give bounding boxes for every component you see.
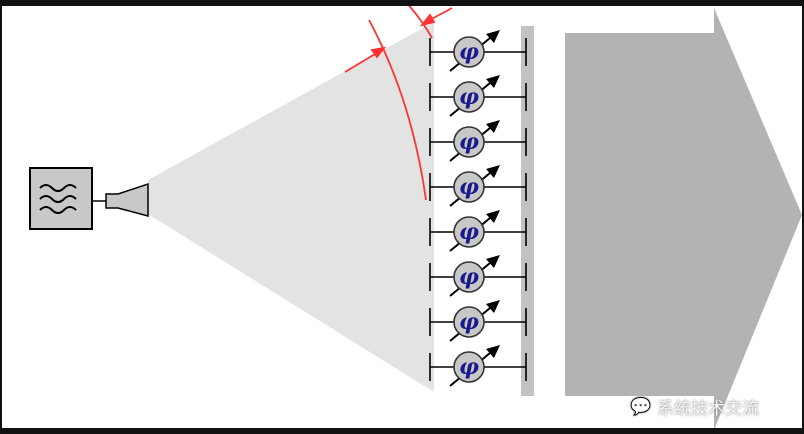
output-beam-arrow bbox=[565, 8, 802, 428]
phase-shifter-element: φ bbox=[429, 75, 527, 117]
phase-symbol: φ bbox=[459, 39, 479, 65]
phase-shifter-element: φ bbox=[429, 345, 527, 387]
watermark: 💬 系统技术交流 bbox=[630, 394, 760, 420]
phase-shifter-element: φ bbox=[429, 165, 527, 207]
phase-shifter-element: φ bbox=[429, 120, 527, 162]
beam-cone bbox=[148, 22, 434, 392]
phase-shifter-element: φ bbox=[429, 30, 527, 72]
signal-source-icon bbox=[29, 167, 93, 230]
tuning-arrow-icon bbox=[486, 210, 500, 223]
phase-symbol: φ bbox=[459, 309, 479, 335]
tuning-arrow-icon bbox=[486, 75, 500, 88]
phase-symbol: φ bbox=[459, 354, 479, 380]
wechat-icon: 💬 bbox=[630, 396, 652, 417]
phase-shifter-element: φ bbox=[429, 255, 527, 297]
phase-symbol: φ bbox=[459, 219, 479, 245]
tuning-arrow-icon bbox=[486, 345, 500, 358]
phase-symbol: φ bbox=[459, 174, 479, 200]
watermark-text: 系统技术交流 bbox=[657, 399, 760, 419]
wavefronts bbox=[344, 6, 453, 201]
phase-shifter-element: φ bbox=[429, 210, 527, 252]
array-backplane bbox=[521, 26, 534, 396]
horn-antenna-icon bbox=[105, 182, 149, 217]
tuning-arrow-icon bbox=[486, 165, 500, 178]
tuning-arrow-icon bbox=[486, 120, 500, 133]
phase-symbol: φ bbox=[459, 264, 479, 290]
tuning-arrow-icon bbox=[486, 300, 500, 313]
phase-shifter-element: φ bbox=[429, 300, 527, 342]
tuning-arrow-icon bbox=[486, 30, 500, 43]
phase-symbol: φ bbox=[459, 129, 479, 155]
phase-symbol: φ bbox=[459, 84, 479, 110]
tuning-arrow-icon bbox=[486, 255, 500, 268]
